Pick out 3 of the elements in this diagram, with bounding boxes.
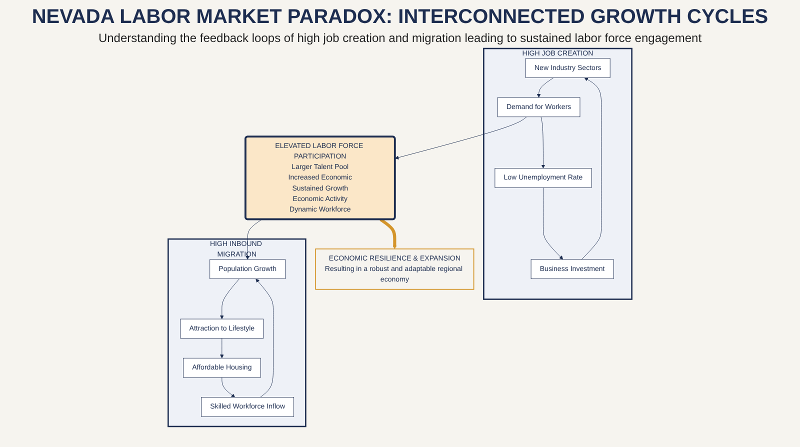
title: NEVADA LABOR MARKET PARADOX: INTERCONNECTED GROWTH CYCLES	[30, 6, 770, 29]
arrow	[380, 218, 397, 250]
subtitle: Understanding the feedback loops of high job creation and migration leading to sustained labor force engagement	[97, 31, 703, 45]
